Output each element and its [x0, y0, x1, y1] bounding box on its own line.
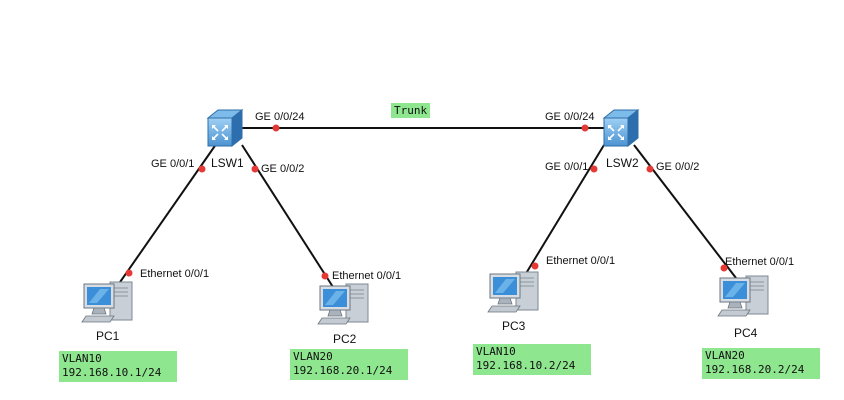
- switch-label-lsw2: LSW2: [606, 156, 639, 170]
- pc2-address-tag: VLAN20 192.168.20.1/24: [290, 349, 408, 380]
- pc-2[interactable]: [316, 280, 372, 333]
- pc-icon: [487, 271, 539, 313]
- ip-text: 192.168.20.1/24: [293, 364, 393, 377]
- vlan-text: VLAN10: [62, 352, 102, 365]
- ip-text: 192.168.10.2/24: [476, 359, 576, 372]
- port-label-pc1: Ethernet 0/0/1: [140, 268, 210, 280]
- switch-lsw2[interactable]: [600, 108, 640, 153]
- port-label-pc2: Ethernet 0/0/1: [332, 270, 402, 282]
- port-dot: [581, 124, 589, 132]
- pc1-address-tag: VLAN10 192.168.10.1/24: [59, 351, 177, 382]
- port-label-lsw1-ge2: GE 0/0/2: [261, 163, 305, 175]
- port-label-lsw1-ge1: GE 0/0/1: [151, 158, 195, 170]
- ip-text: 192.168.10.1/24: [62, 366, 162, 379]
- pc3-address-tag: VLAN10 192.168.10.2/24: [473, 344, 591, 375]
- port-label-lsw2-uplink: GE 0/0/24: [545, 111, 595, 123]
- port-dot: [590, 165, 598, 173]
- switch-icon: [602, 108, 640, 148]
- port-dot: [251, 165, 259, 173]
- port-dot: [531, 262, 539, 270]
- vlan-text: VLAN10: [476, 345, 516, 358]
- pc-label-3: PC3: [502, 319, 526, 333]
- switch-icon: [206, 108, 244, 148]
- pc-icon: [81, 281, 133, 323]
- vlan-text: VLAN20: [705, 349, 745, 362]
- port-dot: [272, 124, 280, 132]
- port-label-lsw2-ge2: GE 0/0/2: [656, 161, 700, 173]
- pc-label-1: PC1: [96, 329, 120, 343]
- link-lsw1-pc1: [117, 139, 220, 286]
- port-dot: [720, 264, 728, 272]
- port-dot: [198, 165, 206, 173]
- vlan-text: VLAN20: [293, 350, 333, 363]
- port-dot: [125, 269, 133, 277]
- ip-text: 192.168.20.2/24: [705, 363, 805, 376]
- link-lsw2-pc3: [521, 144, 605, 281]
- port-label-lsw1-uplink: GE 0/0/24: [255, 111, 305, 123]
- port-dot: [321, 272, 329, 280]
- pc-4[interactable]: [716, 272, 772, 325]
- port-label-pc3: Ethernet 0/0/1: [546, 255, 616, 267]
- trunk-label: Trunk: [391, 103, 431, 118]
- pc-1[interactable]: [80, 278, 136, 331]
- pc-icon: [317, 283, 369, 325]
- pc-label-2: PC2: [333, 332, 357, 346]
- port-label-lsw2-ge1: GE 0/0/1: [545, 161, 589, 173]
- pc4-address-tag: VLAN20 192.168.20.2/24: [702, 348, 820, 379]
- pc-3[interactable]: [486, 268, 542, 321]
- pc-label-4: PC4: [734, 326, 758, 340]
- pc-icon: [717, 275, 769, 317]
- port-dot: [646, 165, 654, 173]
- port-label-pc4: Ethernet 0/0/1: [725, 256, 795, 268]
- switch-label-lsw1: LSW1: [211, 156, 244, 170]
- switch-lsw1[interactable]: [204, 108, 244, 153]
